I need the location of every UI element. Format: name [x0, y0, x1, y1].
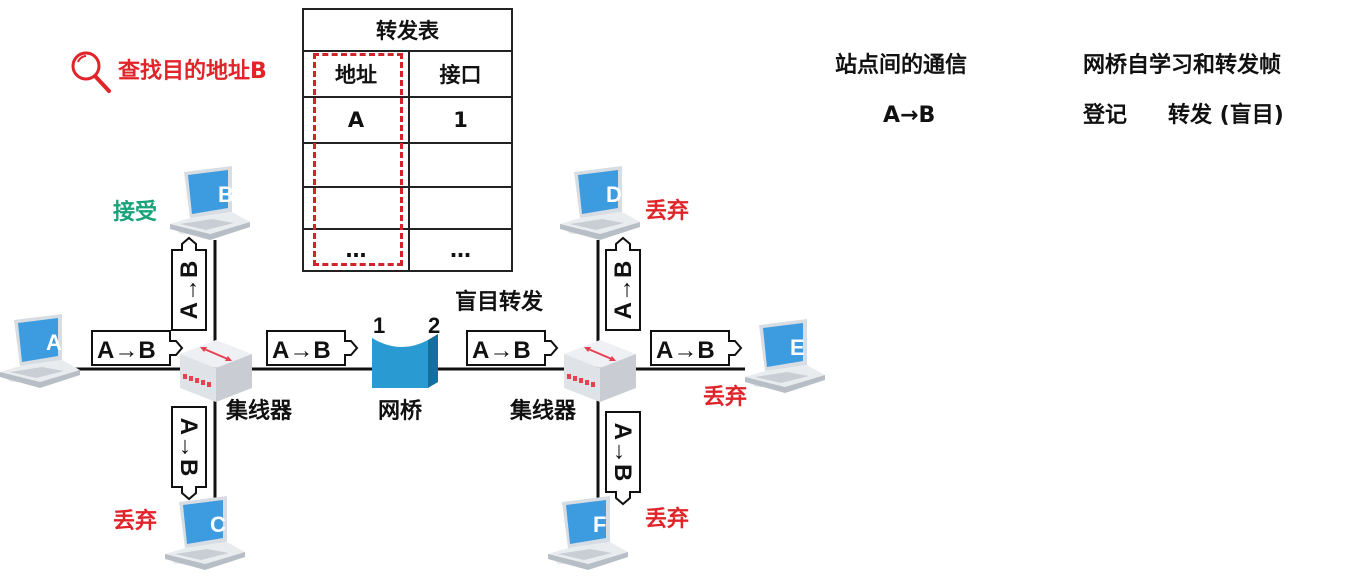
host-c-laptop-icon: C: [165, 496, 245, 570]
host-b-label: B: [218, 182, 234, 207]
discard-c-label: 丢弃: [113, 509, 158, 534]
frame-arrow-down: A→B: [171, 406, 207, 501]
magnifier-icon: [71, 51, 111, 93]
frame-arrow-up: A→B: [171, 236, 207, 331]
hub-left-icon: [179, 339, 253, 403]
frame-label: A→B: [472, 337, 531, 364]
frame-label: A→B: [175, 418, 202, 477]
hub-right-label: 集线器: [510, 399, 577, 424]
frame-arrow-right: A→B: [650, 330, 743, 366]
cell-address: A: [302, 96, 410, 144]
accept-label: 接受: [113, 200, 158, 225]
host-d-laptop-icon: D: [560, 166, 640, 240]
host-f-label: F: [593, 512, 606, 537]
discard-e-label: 丢弃: [703, 385, 748, 410]
host-d-label: D: [606, 182, 622, 207]
cell-port: [408, 142, 513, 188]
table-row: [302, 186, 513, 230]
frame-label: A→B: [97, 337, 156, 364]
table-row: [302, 142, 513, 188]
discard-d-label: 丢弃: [645, 199, 690, 224]
host-b-laptop-icon: B: [170, 166, 250, 240]
info-forward: 转发 (盲目): [1168, 103, 1284, 128]
host-c-label: C: [210, 512, 226, 537]
frame-arrow-right: A→B: [466, 330, 559, 366]
bridge-label: 网桥: [378, 399, 423, 424]
address-column-highlight: [313, 53, 403, 266]
host-e-label: E: [790, 335, 805, 360]
table-title: 转发表: [302, 8, 513, 52]
cell-port: 1: [408, 96, 513, 144]
port-2-label: 2: [428, 313, 440, 338]
frame-arrow-down: A→B: [605, 411, 641, 506]
header-port: 接口: [408, 50, 513, 98]
header-address: 地址: [302, 50, 410, 98]
hub-right-icon: [563, 339, 637, 403]
frame-arrow-right: A→B: [266, 330, 359, 366]
host-a-laptop-icon: A: [0, 314, 80, 388]
frame-label: A→B: [272, 337, 331, 364]
bridge-icon: [372, 334, 438, 388]
search-label: 查找目的地址B: [118, 59, 267, 84]
blind-forward-label: 盲目转发: [455, 290, 544, 315]
frame-arrow-up: A→B: [605, 236, 641, 331]
cell-address: [302, 186, 410, 230]
host-a-label: A: [46, 330, 62, 355]
host-e-laptop-icon: E: [745, 319, 825, 393]
cell-address: [302, 142, 410, 188]
info-col1-title: 站点间的通信: [835, 53, 968, 78]
host-f-laptop-icon: F: [548, 496, 628, 570]
port-1-label: 1: [373, 313, 385, 338]
frame-label: A→B: [610, 261, 637, 320]
info-register: 登记: [1083, 103, 1128, 128]
cell-port: …: [408, 228, 513, 272]
info-col1-value: A→B: [883, 103, 936, 128]
frame-label: A→B: [656, 337, 715, 364]
frame-label: A→B: [609, 423, 636, 482]
frame-label: A→B: [176, 261, 203, 320]
discard-f-label: 丢弃: [645, 507, 690, 532]
frame-arrow-right: A→B: [91, 330, 184, 366]
info-col2-title: 网桥自学习和转发帧: [1083, 53, 1282, 78]
hub-left-label: 集线器: [226, 399, 293, 424]
cell-port: [408, 186, 513, 230]
